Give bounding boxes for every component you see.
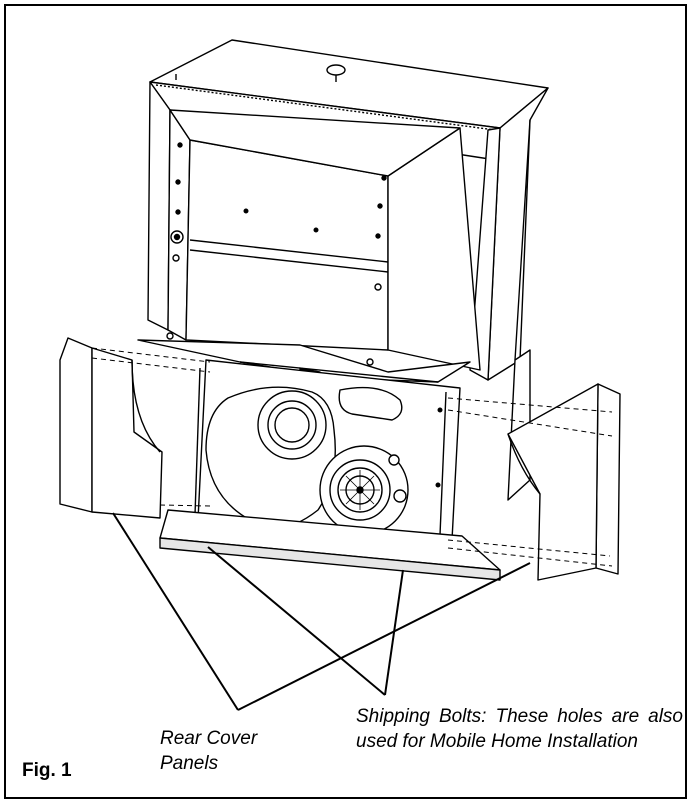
combustion-blower: [205, 386, 403, 529]
leader-lines: [112, 512, 531, 711]
shipping-bolts-callout: Shipping Bolts: These holes are also use…: [356, 706, 683, 752]
alignment-dashed-lines: [91, 347, 613, 567]
rear-cover-panels-callout: Rear Cover Panels: [160, 728, 258, 774]
stove-right-side-panel: [469, 87, 549, 501]
stove-base-plate: [159, 509, 501, 581]
convection-fan-motor: [319, 445, 409, 535]
stove-hopper-face: [166, 109, 481, 371]
figure-label: Fig. 1: [22, 760, 72, 781]
right-rear-cover-panel: [507, 383, 621, 581]
left-rear-cover-panel: [59, 337, 163, 519]
figure-frame: [4, 4, 687, 799]
